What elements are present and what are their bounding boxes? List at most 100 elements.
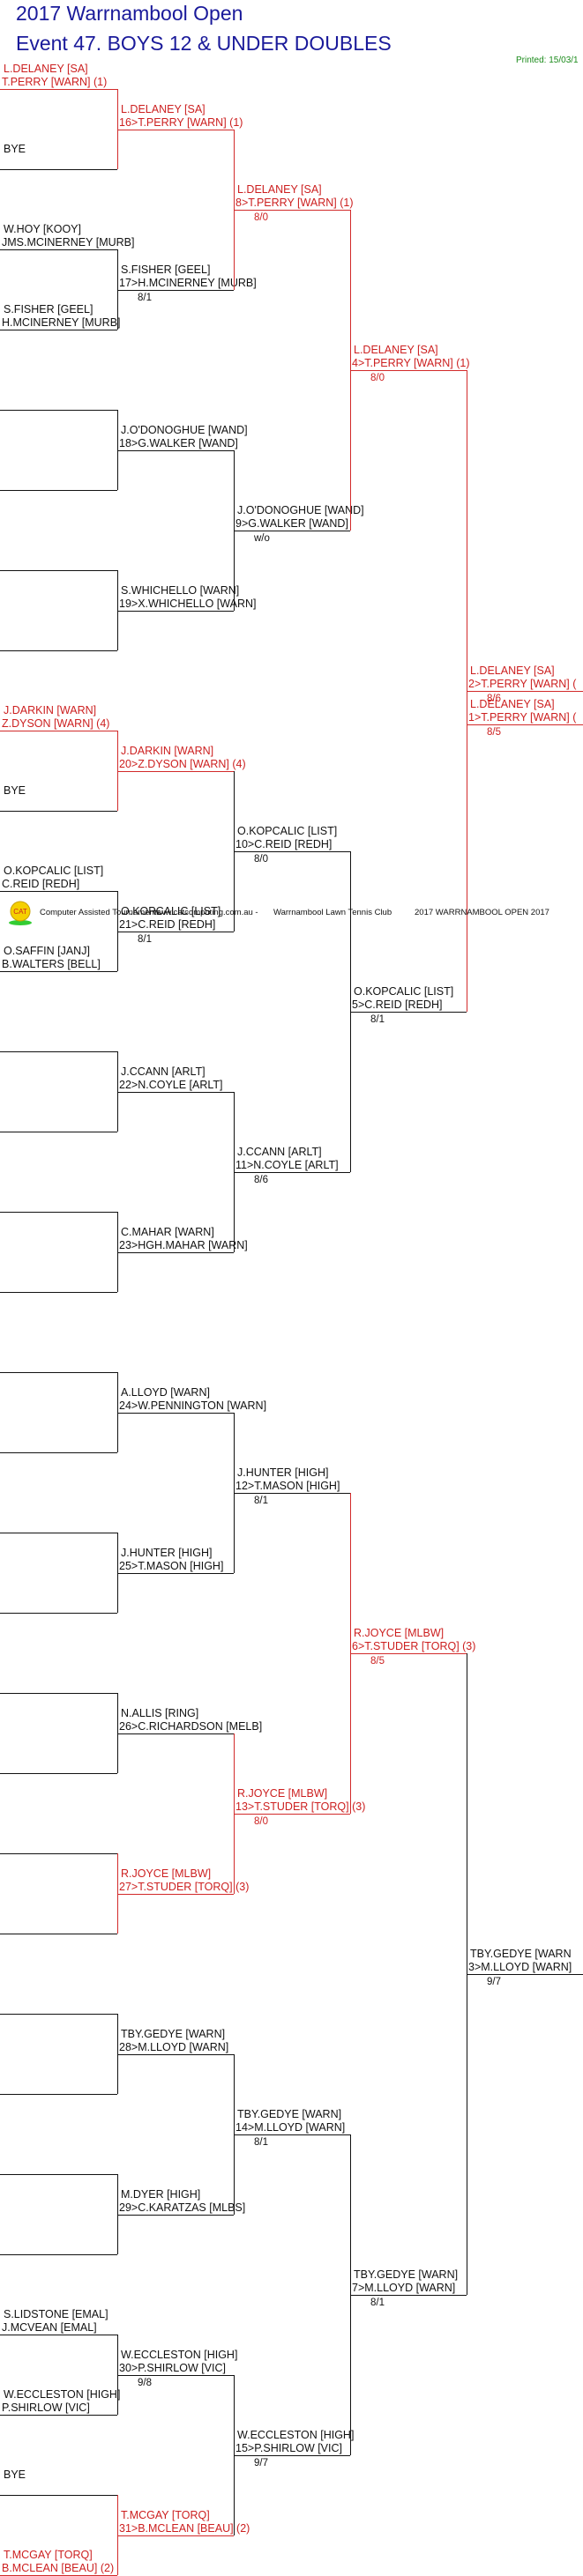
logo-club-text: Warrnambool Lawn Tennis Club — [273, 908, 392, 917]
bracket-line — [0, 811, 117, 812]
player-line-2: B.WALTERS [BELL] — [2, 958, 101, 970]
bracket-line — [0, 169, 117, 170]
player-line-2: B.MCLEAN [BEAU] (2) — [2, 2562, 115, 2574]
player-line-2: 14>M.LLOYD [WARN] — [235, 2120, 346, 2134]
player-line-1: L.DELANEY [SA] — [121, 102, 206, 115]
bracket-line — [117, 1572, 234, 1574]
logo-event-text: 2017 WARRNAMBOOL OPEN 2017 — [415, 908, 549, 917]
player-line-1: TBY.GEDYE [WARN] — [237, 2107, 342, 2120]
player-line-2: 12>T.MASON [HIGH] — [235, 1479, 340, 1492]
bracket-line — [117, 1091, 234, 1093]
bracket-line — [0, 2254, 117, 2255]
bracket-line — [117, 289, 234, 291]
player-line-1: L.DELANEY [SA] — [237, 182, 322, 196]
match-score: 8/1 — [138, 933, 152, 945]
bracket-line — [117, 2053, 234, 2055]
bracket-line — [0, 1853, 117, 1854]
bracket-line — [234, 2134, 350, 2135]
bracket-line — [117, 1251, 234, 1253]
player-line-2: 23>HGH.MAHAR [WARN] — [119, 1238, 248, 1251]
event-title: Event 47. BOYS 12 & UNDER DOUBLES — [16, 32, 392, 55]
match-score: 9/8 — [138, 2377, 152, 2388]
player-line-2: 21>C.REID [REDH] — [119, 917, 216, 931]
player-line-2: P.SHIRLOW [VIC] — [2, 2402, 90, 2414]
player-line-1: L.DELANEY [SA] — [470, 664, 555, 677]
player-line-2: 3>M.LLOYD [WARN] — [468, 1960, 572, 1973]
player-line-2: 26>C.RICHARDSON [MELB] — [119, 1719, 263, 1733]
bracket-line — [0, 1051, 117, 1052]
player-line-2: J.MCVEAN [EMAL] — [2, 2321, 97, 2334]
bracket-line — [0, 2174, 117, 2175]
bracket-line — [0, 1693, 117, 1694]
page-title: 2017 Warrnambool Open — [16, 2, 243, 25]
player-line-1: J.O'DONOGHUE [WAND] — [237, 503, 364, 516]
bracket-line — [117, 2535, 234, 2536]
player-line-1: T.MCGAY [TORQ] — [121, 2508, 210, 2521]
bracket-line — [0, 570, 117, 571]
bracket-line — [0, 971, 117, 972]
bracket-line — [117, 1733, 234, 1734]
bracket-line — [234, 1171, 350, 1173]
player-line-1: J.CCANN [ARLT] — [237, 1145, 322, 1158]
player-line-2: 31>B.MCLEAN [BEAU] (2) — [119, 2521, 250, 2535]
match-score: 8/0 — [254, 212, 268, 223]
bracket-line — [117, 2214, 234, 2216]
bracket-line — [117, 1893, 234, 1895]
bracket-line — [117, 2374, 234, 2376]
player-line-1: BYE — [4, 2468, 26, 2481]
bracket-line — [0, 2495, 117, 2496]
player-line-2: 9>G.WALKER [WAND] — [235, 516, 348, 530]
player-line-1: S.FISHER [GEEL] — [4, 303, 93, 316]
player-line-1: O.KOPCALIC [LIST] — [237, 824, 338, 837]
match-score: 8/5 — [487, 727, 501, 738]
player-line-1: C.MAHAR [WARN] — [121, 1225, 214, 1238]
bracket-line — [350, 2294, 467, 2296]
player-line-1: L.DELANEY [SA] — [354, 343, 438, 356]
player-line-1: S.WHICHELLO [WARN] — [121, 583, 240, 597]
bracket-line — [350, 1652, 467, 1654]
player-line-1: W.ECCLESTON [HIGH] — [121, 2348, 238, 2361]
player-line-1: J.DARKIN [WARN] — [121, 744, 214, 757]
match-score: 8/0 — [254, 1815, 268, 1827]
player-line-1: TBY.GEDYE [WARN] — [354, 2268, 459, 2281]
player-line-1: M.DYER [HIGH] — [121, 2187, 201, 2201]
player-line-2: T.PERRY [WARN] (1) — [2, 76, 108, 88]
player-line-1: BYE — [4, 784, 26, 797]
bracket-line — [234, 2454, 350, 2456]
logo-system-text: Computer Assisted Tournaments — [40, 908, 161, 917]
match-score: 8/6 — [254, 1174, 268, 1185]
player-line-2: Z.DYSON [WARN] (4) — [2, 717, 110, 730]
player-line-1: O.KOPCALIC [LIST] — [354, 984, 454, 998]
player-line-2: 28>M.LLOYD [WARN] — [119, 2040, 229, 2053]
player-line-1: R.JOYCE [MLBW] — [354, 1626, 445, 1639]
bracket-line — [234, 1813, 350, 1815]
bracket-line — [234, 209, 350, 211]
player-line-2: 2>T.PERRY [WARN] ( — [468, 677, 577, 690]
match-score: 9/7 — [254, 2457, 268, 2468]
match-score: 8/1 — [254, 1495, 268, 1506]
player-line-1: J.O'DONOGHUE [WAND] — [121, 423, 248, 436]
player-line-2: 4>T.PERRY [WARN] (1) — [352, 356, 470, 369]
player-line-1: R.JOYCE [MLBW] — [121, 1867, 212, 1880]
bracket-line — [0, 490, 117, 491]
player-line-1: J.HUNTER [HIGH] — [121, 1546, 213, 1559]
bracket-line — [0, 2094, 117, 2095]
player-line-1: O.SAFFIN [JANJ] — [4, 945, 90, 957]
player-line-1: J.DARKIN [WARN] — [4, 704, 97, 716]
svg-text:CAT: CAT — [13, 908, 27, 916]
player-line-2: 7>M.LLOYD [WARN] — [352, 2281, 456, 2294]
player-line-1: R.JOYCE [MLBW] — [237, 1786, 328, 1800]
bracket-line — [0, 410, 117, 411]
bracket-line — [117, 1412, 234, 1414]
player-line-1: W.ECCLESTON [HIGH] — [237, 2428, 355, 2441]
bracket-line — [234, 1492, 350, 1494]
player-line-2: 24>W.PENNINGTON [WARN] — [119, 1399, 267, 1412]
player-line-2: 6>T.STUDER [TORQ] (3) — [352, 1639, 476, 1652]
player-line-1: TBY.GEDYE [WARN] — [121, 2027, 226, 2040]
bracket-line — [467, 690, 583, 692]
bracket-line — [0, 650, 117, 651]
player-line-1: J.HUNTER [HIGH] — [237, 1466, 329, 1479]
player-line-2: 8>T.PERRY [WARN] (1) — [235, 196, 354, 209]
player-line-2: 17>H.MCINERNEY [MURB] — [119, 276, 257, 289]
match-score: 8/6 — [487, 693, 501, 704]
